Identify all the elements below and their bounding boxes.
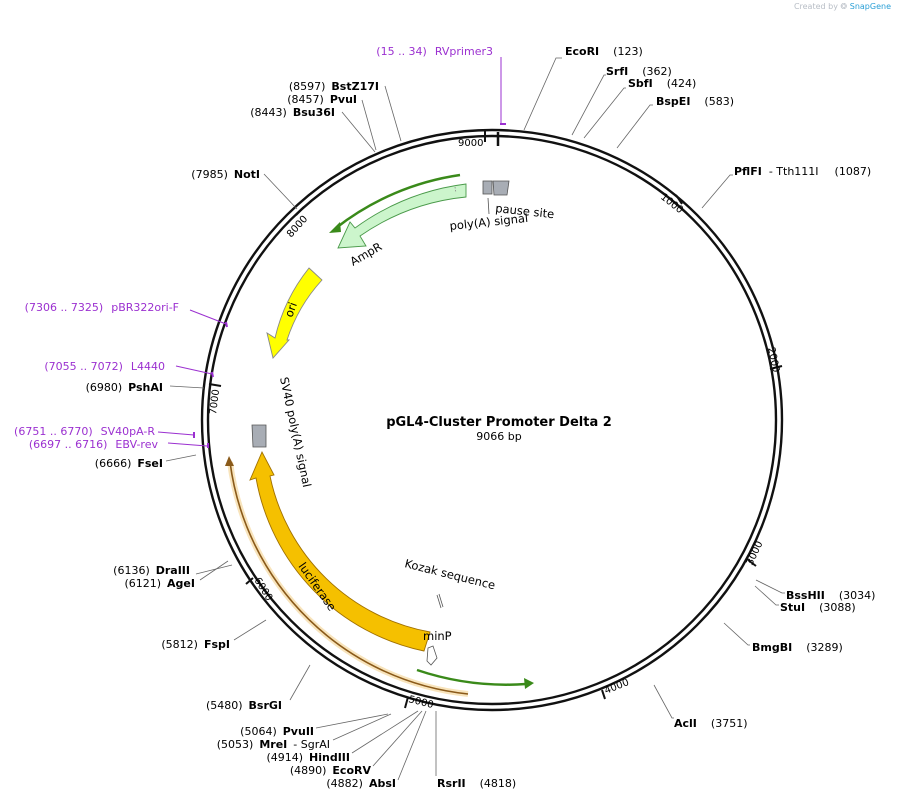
ampr-direction-arc xyxy=(335,173,461,229)
site-mrei-sgrai[interactable]: (5053)MreI- SgrAI xyxy=(217,738,330,751)
primer-sv40pa-r[interactable]: (6751 .. 6770)SV40pA-R xyxy=(14,425,155,438)
tick-9000: 9000 xyxy=(458,130,486,149)
site-noti[interactable]: (7985)NotI xyxy=(191,168,260,181)
site-pvuii[interactable]: (5064)PvuII xyxy=(240,725,314,738)
credit-brand: SnapGene xyxy=(849,2,891,11)
polya-signal-label: poly(A) signal xyxy=(449,211,529,233)
tick-6000: 6000 xyxy=(245,576,274,603)
site-absi[interactable]: (4882)AbsI xyxy=(326,777,396,790)
plasmid-backbone xyxy=(200,128,784,712)
pause-site-box[interactable] xyxy=(492,180,510,196)
site-bspei[interactable]: BspEI(583) xyxy=(656,95,734,108)
site-sbfi[interactable]: SbfI(424) xyxy=(628,77,696,90)
luciferase-feature[interactable] xyxy=(249,450,431,652)
site-bmgbi[interactable]: BmgBI(3289) xyxy=(752,641,843,654)
minp-feature[interactable] xyxy=(426,645,438,666)
site-ecorv[interactable]: (4890)EcoRV xyxy=(290,764,372,777)
plasmid-length: 9066 bp xyxy=(476,430,521,443)
promoter-arc-arrowhead xyxy=(524,678,534,689)
site-leaders xyxy=(165,57,785,781)
tick-label-2000: 2000 xyxy=(765,346,781,373)
site-ecori[interactable]: EcoRI(123) xyxy=(565,45,643,58)
site-fsei[interactable]: (6666)FseI xyxy=(95,457,163,470)
kozak-label: Kozak sequence xyxy=(403,556,496,592)
luciferase-direction-arc xyxy=(229,461,469,695)
site-draiii[interactable]: (6136)DraIII xyxy=(113,564,190,577)
primer-ebv-rev[interactable]: (6697 .. 6716)EBV-rev xyxy=(29,438,159,451)
sv40-polya-box[interactable] xyxy=(251,424,267,448)
primer-rvprimer3[interactable]: (15 .. 34)RVprimer3 xyxy=(376,45,493,58)
site-pvui[interactable]: (8457)PvuI xyxy=(287,93,357,106)
site-agei[interactable]: (6121)AgeI xyxy=(124,577,195,590)
snapgene-logo-icon: ❂ xyxy=(840,2,848,11)
site-bsshii[interactable]: BssHII(3034) xyxy=(786,589,875,602)
snapgene-credit: Created by ❂ SnapGene xyxy=(794,2,891,11)
tick-1000: 1000 xyxy=(658,192,685,216)
luciferase-arc-arrowhead xyxy=(225,456,234,466)
tick-2000: 2000 xyxy=(765,346,783,374)
ori-label: ori xyxy=(282,300,300,319)
tick-7000: 7000 xyxy=(208,383,222,416)
sv40-polya-label: SV40 poly(A) signal xyxy=(277,376,314,489)
ampr-arc-arrowhead xyxy=(329,222,341,233)
tick-label-8000: 8000 xyxy=(285,214,310,240)
credit-prefix: Created by xyxy=(793,2,838,11)
primer-pbr322ori-f[interactable]: (7306 .. 7325)pBR322ori-F xyxy=(25,301,179,314)
primer-l4440[interactable]: (7055 .. 7072)L4440 xyxy=(44,360,165,373)
ampr-feature[interactable] xyxy=(337,183,467,249)
site-bsrgi[interactable]: (5480)BsrGI xyxy=(206,699,282,712)
site-fspi[interactable]: (5812)FspI xyxy=(161,638,230,651)
tick-label-1000: 1000 xyxy=(658,192,685,216)
tick-label-7000: 7000 xyxy=(208,389,222,416)
minp-label: minP xyxy=(423,629,452,643)
site-bstz17i[interactable]: (8597)BstZ17I xyxy=(289,80,379,93)
polya-signal-box[interactable] xyxy=(482,180,493,195)
kozak-marker xyxy=(436,594,442,609)
site-bsu36i[interactable]: (8443)Bsu36I xyxy=(250,106,335,119)
tick-label-6000: 6000 xyxy=(251,576,274,603)
site-hindiii[interactable]: (4914)HindIII xyxy=(266,751,350,764)
site-srfi[interactable]: SrfI(362) xyxy=(606,65,672,78)
primer-leaders xyxy=(157,57,502,447)
tick-label-9000: 9000 xyxy=(458,138,483,149)
promoter-direction-arc xyxy=(416,668,527,686)
site-acli[interactable]: AclI(3751) xyxy=(674,717,747,730)
pause-site-label: pause site xyxy=(495,201,555,221)
site-stui[interactable]: StuI(3088) xyxy=(780,601,856,614)
plasmid-name: pGL4-Cluster Promoter Delta 2 xyxy=(386,415,612,430)
site-pshai[interactable]: (6980)PshAI xyxy=(86,381,163,394)
site-rsrii[interactable]: RsrII(4818) xyxy=(437,777,516,790)
ori-feature[interactable] xyxy=(266,267,323,359)
site-pflfi-tth111i[interactable]: PflFI- Tth111I(1087) xyxy=(734,165,871,178)
